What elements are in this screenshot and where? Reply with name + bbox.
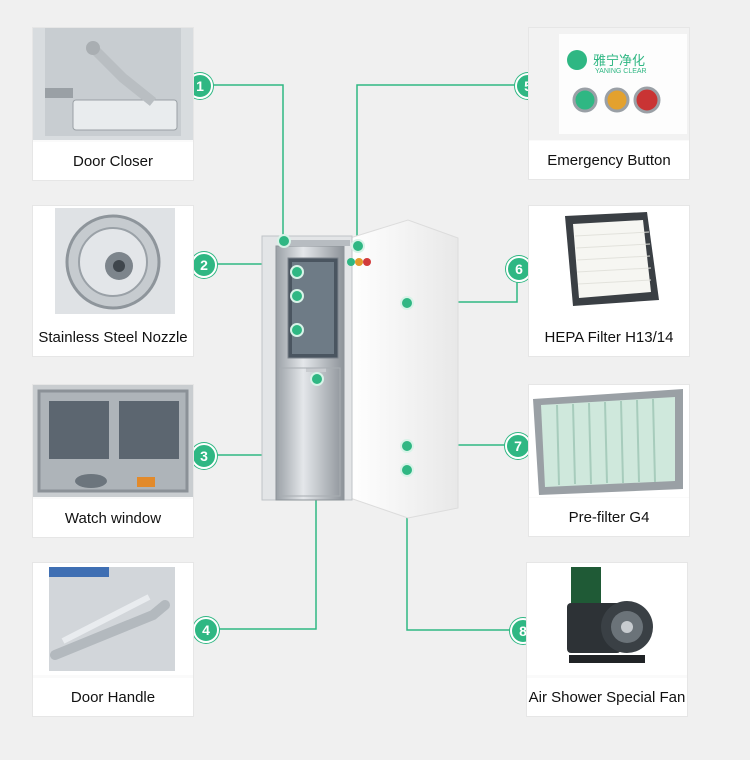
card-fan: Air Shower Special Fan xyxy=(527,563,687,716)
air-shower-machine xyxy=(261,219,459,519)
door-closer-image xyxy=(33,28,193,140)
connector-8 xyxy=(406,470,510,631)
door-handle-image xyxy=(33,563,193,675)
card-prefilter: Pre-filter G4 xyxy=(529,385,689,536)
card-door-closer: Door Closer xyxy=(33,28,193,180)
door-handle-caption: Door Handle xyxy=(33,678,193,716)
badge-4: 4 xyxy=(193,617,219,643)
nozzle-image xyxy=(33,206,193,318)
dot-handle xyxy=(310,372,324,386)
badge-2: 2 xyxy=(191,252,217,278)
hepa-filter-caption: HEPA Filter H13/14 xyxy=(529,318,689,356)
badge-3: 3 xyxy=(191,443,217,469)
emergency-button-caption: Emergency Button xyxy=(529,141,689,179)
fan-caption: Air Shower Special Fan xyxy=(527,678,687,716)
dot-door-closer xyxy=(277,234,291,248)
dot-fan xyxy=(400,463,414,477)
dot-nozzle-2 xyxy=(290,289,304,303)
badge-7: 7 xyxy=(505,433,531,459)
nozzle-caption: Stainless Steel Nozzle xyxy=(33,318,193,356)
connector-1 xyxy=(210,84,284,240)
hepa-filter-image xyxy=(529,206,689,318)
dot-nozzle-3 xyxy=(290,323,304,337)
brand-name-cn: 雅宁净化 xyxy=(593,54,646,69)
dot-emergency xyxy=(351,239,365,253)
card-nozzle: Stainless Steel Nozzle xyxy=(33,206,193,356)
card-watch-window: Watch window xyxy=(33,385,193,537)
brand-name-en: YANING CLEAR xyxy=(595,68,647,75)
prefilter-image xyxy=(529,385,689,497)
watch-window-image xyxy=(33,385,193,497)
prefilter-caption: Pre-filter G4 xyxy=(529,498,689,536)
dot-nozzle-1 xyxy=(290,265,304,279)
card-emergency-button: 雅宁净化 YANING CLEAR Emergency Button xyxy=(529,28,689,179)
fan-image xyxy=(527,563,687,675)
emergency-button-image: 雅宁净化 YANING CLEAR xyxy=(529,28,689,140)
door-closer-caption: Door Closer xyxy=(33,142,193,180)
watch-window-caption: Watch window xyxy=(33,499,193,537)
dot-hepa xyxy=(400,296,414,310)
card-hepa-filter: HEPA Filter H13/14 xyxy=(529,206,689,356)
dot-prefilter xyxy=(400,439,414,453)
machine-control-panel xyxy=(347,258,371,266)
card-door-handle: Door Handle xyxy=(33,563,193,716)
connector-5 xyxy=(356,84,515,245)
